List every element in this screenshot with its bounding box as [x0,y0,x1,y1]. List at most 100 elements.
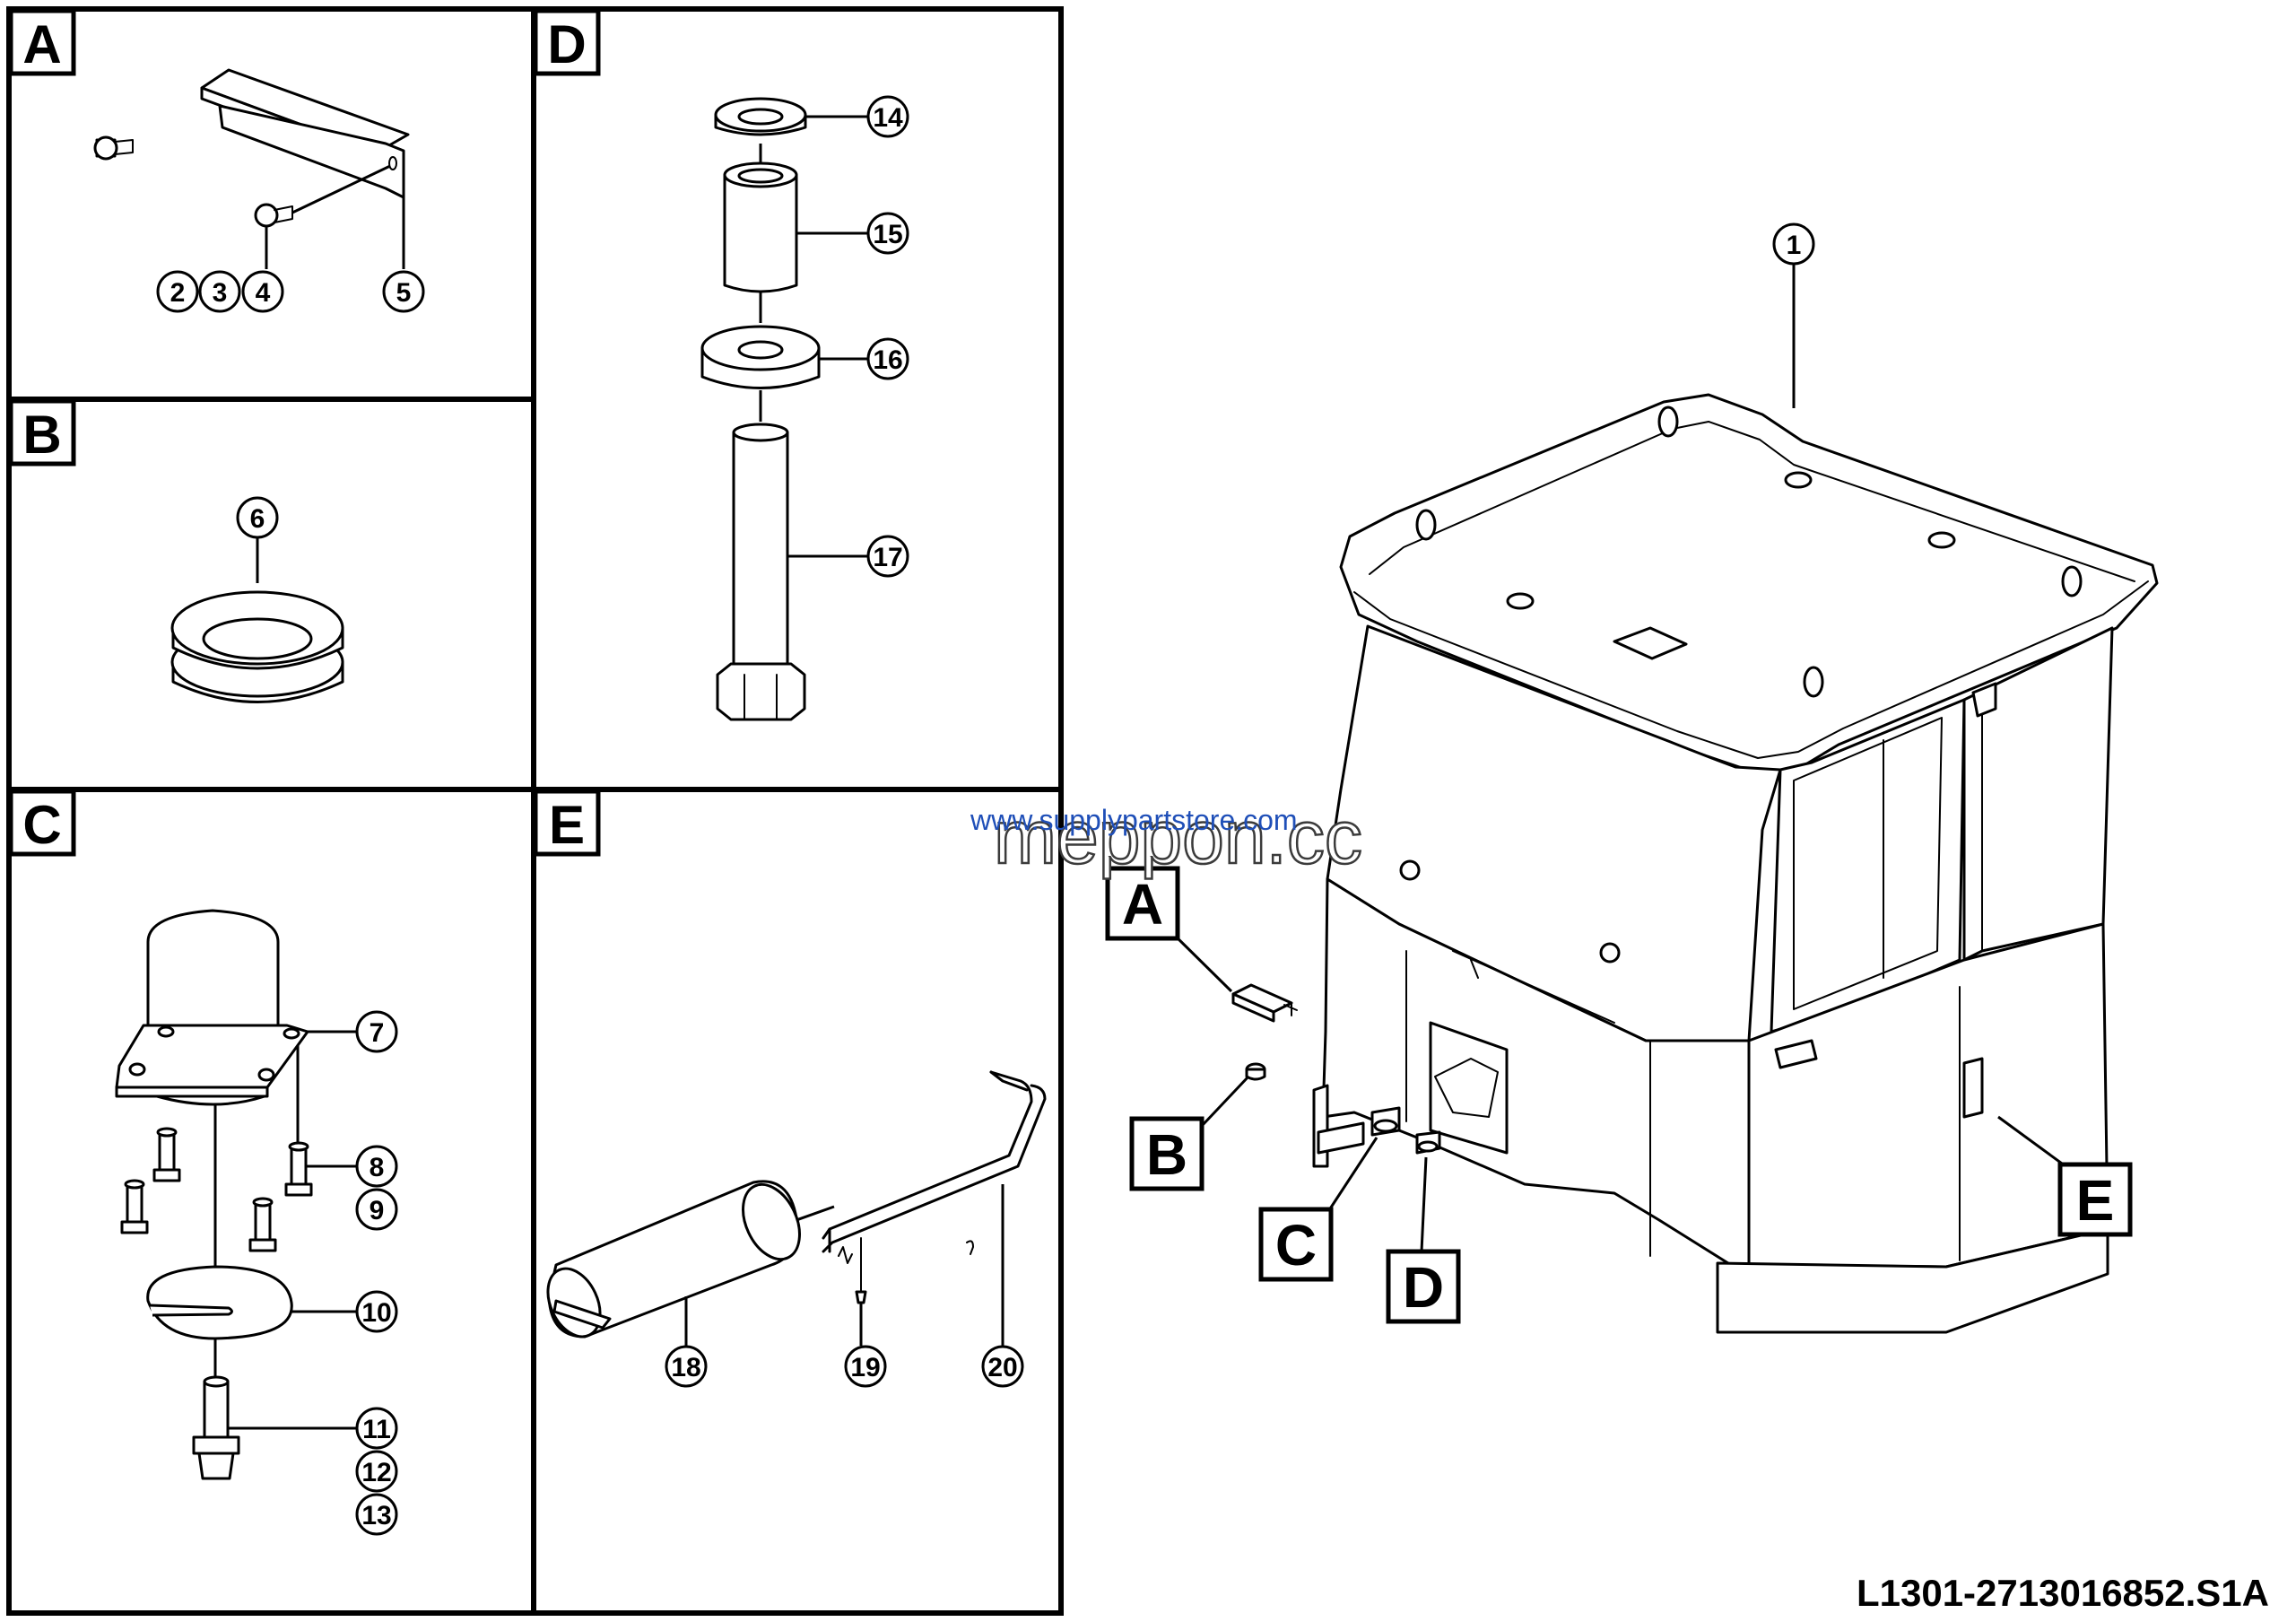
callout-7-text: 7 [370,1018,385,1048]
panel-label-e-text: E [549,795,585,855]
ref-box-d: D [1386,1249,1461,1324]
callout-8: 8 [355,1145,398,1188]
canister-to-holder [796,1205,835,1222]
callout-4-text: 4 [256,278,271,308]
screw-19 [855,1290,867,1304]
rear-wall [1962,626,2114,962]
ref-box-c: C [1258,1207,1334,1282]
panel-b-drawing [170,538,344,703]
lifting-eye-3 [2061,565,2083,597]
ref-box-e-text: E [2076,1168,2115,1233]
callout-16-text: 16 [873,345,902,375]
callout-10: 10 [355,1290,398,1333]
cab-reference-leaders [1166,247,2073,1252]
callout-8-text: 8 [370,1153,385,1182]
callout-19-text: 19 [850,1353,880,1382]
panel-e-frame [531,787,1064,1616]
callout-14-text: 14 [873,103,903,133]
callout-19: 19 [844,1345,887,1388]
callout-1: 1 [1772,222,1815,266]
callout-12-text: 12 [361,1458,391,1487]
cab-front-lower [1321,877,1751,1267]
front-opening [1429,1021,1509,1155]
bolt-a-center [254,203,293,228]
grommet-hole [202,617,313,660]
leader-ref-c [1324,1137,1378,1216]
damper-flange [115,1024,309,1089]
callout-7: 7 [355,1010,398,1053]
ref-box-b: B [1129,1116,1205,1191]
callouts: 1 2 3 4 5 6 7 8 9 10 11 12 13 14 15 16 1… [156,95,1815,1536]
callout-11: 11 [355,1407,398,1450]
callout-10-text: 10 [361,1298,391,1328]
watermark-brand: meppon.cc [994,795,1362,879]
callout-9: 9 [355,1188,398,1231]
callout-9-text: 9 [370,1196,385,1225]
holder-20 [822,1070,1047,1264]
panel-label-a: A [8,8,76,76]
callout-17-text: 17 [873,543,902,572]
panel-label-d: D [533,8,601,76]
ref-box-a-text: A [1122,872,1163,937]
callout-13: 13 [355,1493,398,1536]
panel-label-b-text: B [22,405,61,465]
callout-15-text: 15 [873,220,902,249]
callout-18-text: 18 [671,1353,700,1382]
callout-17: 17 [866,535,909,578]
lifting-eye-2 [1415,509,1437,541]
washer-slot [149,1304,233,1317]
bracket-hole [388,156,397,170]
callout-14: 14 [866,95,909,138]
ref-box-e: E [2057,1162,2133,1237]
panel-label-e: E [533,789,601,857]
ref-box-b-text: B [1146,1122,1187,1187]
panel-d-drawing [700,97,867,721]
leader-ref-d [1420,1156,1428,1252]
bolt-c-4 [248,1197,277,1252]
callout-5-text: 5 [396,278,412,308]
bolt-a-left [93,135,134,161]
callout-1-text: 1 [1787,231,1802,260]
sleeve-15 [723,173,798,293]
bolt-c-3 [120,1179,149,1234]
panel-label-c-text: C [22,795,61,855]
small-clip [966,1240,974,1255]
leader-ref-b [1200,1075,1250,1128]
callout-2: 2 [156,270,199,313]
callout-11-text: 11 [362,1415,391,1444]
panel-frames [6,6,1064,1616]
ref-box-c-text: C [1275,1213,1317,1278]
panel-label-d-text: D [547,14,586,74]
callout-12: 12 [355,1450,398,1493]
callout-20: 20 [981,1345,1024,1388]
callout-13-text: 13 [361,1501,391,1530]
callout-3-text: 3 [213,278,228,308]
slotted-washer [146,1265,293,1340]
lifting-eye-4 [1803,666,1824,698]
callout-2-text: 2 [170,278,186,308]
panel-label-b: B [8,398,76,467]
bolt-17-shank [732,431,789,675]
callout-4: 4 [241,270,284,313]
drawing-code: L1301-2713016852.S1A [1857,1572,2269,1614]
watermark: meppon.cc www.supplypartstore.com [970,794,1363,881]
callout-20-text: 20 [987,1353,1017,1382]
bolt-c-2 [284,1141,313,1197]
canister-18 [546,1180,801,1339]
panel-a-drawing [93,68,410,269]
bolt-17-head [716,662,806,721]
cab-mounts [1317,1106,1441,1155]
callout-16: 16 [866,337,909,380]
callout-3: 3 [198,270,241,313]
callout-6: 6 [236,496,279,539]
callout-15: 15 [866,212,909,255]
ref-box-a: A [1105,866,1180,941]
damper-base [155,1094,266,1106]
cab-base-skirt [1716,1227,2109,1334]
panel-a-frame [6,6,536,402]
panel-label-c: C [8,789,76,857]
cab-illustration [1231,393,2159,1334]
panel-e-drawing [546,1070,1047,1346]
leader-bolt-to-hole [291,164,391,214]
